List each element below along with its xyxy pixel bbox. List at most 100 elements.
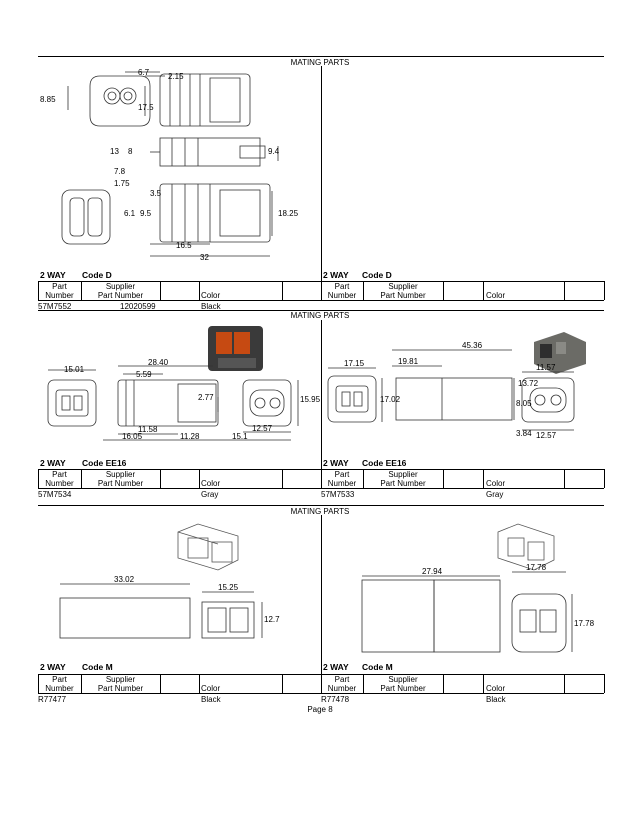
dim-label: 9.4 (268, 147, 280, 156)
ways-label: 2 WAY (323, 458, 349, 468)
table-rule (160, 469, 161, 488)
table-rule (160, 674, 161, 693)
col-header: Color (201, 291, 221, 300)
col-header: Number (45, 291, 74, 300)
table-rule (199, 281, 200, 300)
col-header: Part (334, 470, 350, 479)
dim-label: 2.15 (168, 72, 184, 81)
dim-label: 32 (200, 253, 209, 262)
table-rule (564, 469, 565, 488)
dim-label: 17.78 (574, 619, 595, 628)
dim-label: 9.5 (140, 209, 152, 218)
code-m-left-drawing: 33.02 15.25 12.7 (59, 523, 280, 639)
table-rule (483, 469, 484, 488)
table-rule (38, 469, 39, 488)
col-header: Part Number (97, 479, 144, 488)
col-header: Part (52, 470, 67, 479)
code-ee16-left-drawing: 15.01 28.40 5.59 2.77 15.95 11.58 16.05 … (47, 326, 320, 441)
color-value: Black (201, 302, 221, 311)
table-rule (321, 469, 322, 488)
dim-label: 6.7 (138, 68, 150, 77)
table-rule (363, 281, 364, 300)
ways-label: 2 WAY (323, 270, 349, 280)
table-rule (282, 469, 283, 488)
color-value: Black (201, 695, 221, 704)
col-header: Color (201, 684, 221, 693)
dim-label: 11.28 (180, 432, 200, 441)
col-header: Part Number (97, 291, 144, 300)
col-header: Part (52, 675, 67, 684)
dim-label: 12.57 (252, 424, 273, 433)
col-header: Color (486, 291, 506, 300)
code-d-drawing: 6.7 2.15 8.85 17.5 13 8 9.4 7.8 1.75 3.5… (40, 68, 299, 262)
dim-label: 5.59 (136, 370, 152, 379)
dim-label: 17.02 (380, 395, 401, 404)
part-number: R77477 (38, 695, 67, 704)
part-number: 57M7534 (38, 490, 72, 499)
dim-label: 15.25 (218, 583, 239, 592)
table-rule (81, 281, 82, 300)
code-label: Code M (82, 662, 113, 672)
dim-label: 45.36 (462, 341, 483, 350)
section-rule (38, 310, 604, 311)
dim-label: 16.05 (122, 432, 143, 441)
table-rule (38, 488, 604, 489)
dim-label: 3.5 (150, 189, 162, 198)
dim-label: 27.94 (422, 567, 443, 576)
table-rule (38, 300, 604, 301)
col-header: Color (486, 684, 506, 693)
table-rule (363, 469, 364, 488)
col-header: Supplier (105, 282, 136, 291)
code-label: Code EE16 (362, 458, 407, 468)
dim-label: 17.5 (138, 103, 154, 112)
table-rule (604, 281, 605, 300)
col-header: Color (486, 479, 506, 488)
col-header: Number (45, 684, 74, 693)
table-rule (483, 674, 484, 693)
dim-label: 3.84 (516, 429, 532, 438)
col-header: Part Number (97, 684, 144, 693)
dim-label: 33.02 (114, 575, 135, 584)
dim-label: 17.78 (526, 563, 547, 572)
col-header: Supplier (105, 470, 136, 479)
code-ee16-right-drawing: 45.36 19.81 17.15 17.02 13.72 8.05 3.84 … (327, 332, 586, 440)
code-label: Code EE16 (82, 458, 127, 468)
dim-label: 15.95 (300, 395, 320, 404)
table-rule (604, 674, 605, 693)
dim-label: 11.57 (536, 363, 556, 372)
table-rule (199, 674, 200, 693)
section-title: MATING PARTS (290, 58, 350, 67)
col-header: Number (45, 479, 74, 488)
table-rule (443, 281, 444, 300)
ways-label: 2 WAY (40, 458, 66, 468)
part-number: 57M7552 (38, 302, 72, 311)
dim-label: 1.75 (114, 179, 130, 188)
page-number: Page 8 (307, 705, 333, 714)
col-header: Supplier (388, 282, 418, 291)
dim-label: 16.5 (176, 241, 192, 250)
part-number: 57M7533 (321, 490, 355, 499)
table-rule (564, 674, 565, 693)
ways-label: 2 WAY (40, 662, 66, 672)
dim-label: 12.57 (536, 431, 557, 440)
color-value: Gray (201, 490, 219, 499)
section-rule (38, 505, 604, 506)
section-title: MATING PARTS (290, 311, 350, 320)
dim-label: 19.81 (398, 357, 419, 366)
part-number: R77478 (321, 695, 350, 704)
color-value: Gray (486, 490, 504, 499)
col-header: Part Number (380, 684, 426, 693)
top-rule (38, 56, 604, 57)
code-label: Code D (362, 270, 392, 280)
table-rule (564, 281, 565, 300)
section-title: MATING PARTS (290, 507, 350, 516)
code-label: Code M (362, 662, 393, 672)
table-rule (199, 469, 200, 488)
table-rule (160, 281, 161, 300)
ways-label: 2 WAY (40, 270, 66, 280)
column-divider (321, 515, 322, 675)
color-value: Black (486, 695, 506, 704)
dim-label: 8.85 (40, 95, 56, 104)
column-divider (321, 66, 322, 282)
dim-label: 8 (128, 147, 133, 156)
